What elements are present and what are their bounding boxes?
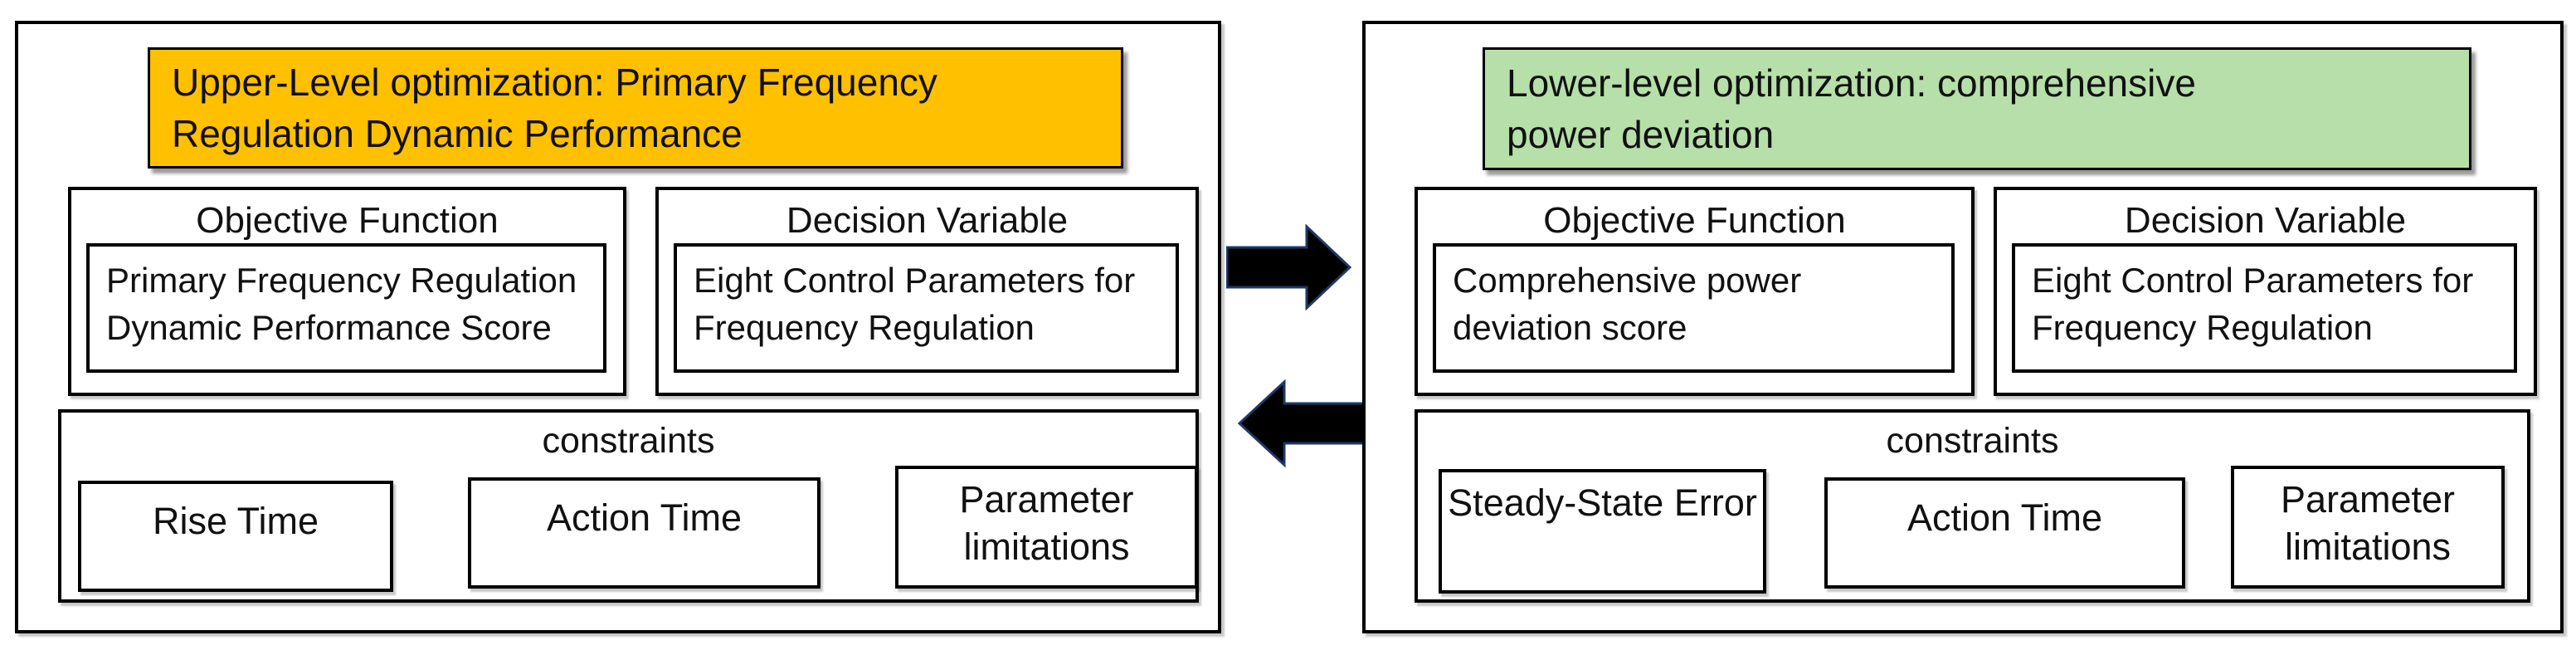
lower-objective-function-box: Objective Function Comprehensive power d… — [1415, 187, 1975, 396]
upper-decision-variable-box: Decision Variable Eight Control Paramete… — [655, 187, 1199, 396]
lower-constraint-steady-state-error: Steady-State Error — [1439, 469, 1766, 594]
upper-constraints-box: constraints Rise Time Action Time Parame… — [58, 409, 1199, 603]
upper-decision-variable-title: Decision Variable — [786, 200, 1069, 241]
lower-level-header: Lower-level optimization: comprehensive … — [1483, 47, 2471, 170]
lower-decision-variable-box: Decision Variable Eight Control Paramete… — [1994, 187, 2537, 396]
right-arrow-icon — [1226, 224, 1352, 310]
lower-objective-function-content: Comprehensive power deviation score — [1433, 243, 1955, 373]
left-arrow-icon — [1237, 379, 1365, 468]
lower-constraints-title: constraints — [1886, 421, 2059, 461]
lower-objective-function-title: Objective Function — [1543, 200, 1846, 241]
upper-constraint-rise-time: Rise Time — [78, 481, 393, 592]
upper-level-panel: Upper-Level optimization: Primary Freque… — [15, 21, 1221, 633]
lower-constraint-action-time: Action Time — [1824, 477, 2185, 589]
lower-constraint-parameter-limitations: Parameter limitations — [2231, 466, 2505, 589]
lower-constraints-box: constraints Steady-State Error Action Ti… — [1415, 409, 2530, 603]
upper-constraint-parameter-limitations: Parameter limitations — [895, 466, 1198, 589]
upper-constraints-title: constraints — [542, 421, 715, 461]
lower-level-panel: Lower-level optimization: comprehensive … — [1362, 21, 2564, 633]
lower-decision-variable-content: Eight Control Parameters for Frequency R… — [2012, 243, 2517, 373]
upper-objective-function-box: Objective Function Primary Frequency Reg… — [68, 187, 626, 396]
lower-level-header-label: Lower-level optimization: comprehensive … — [1507, 61, 2196, 156]
upper-objective-function-title: Objective Function — [196, 200, 499, 241]
upper-objective-function-content: Primary Frequency Regulation Dynamic Per… — [86, 243, 606, 373]
upper-constraint-action-time: Action Time — [468, 477, 821, 589]
upper-level-header: Upper-Level optimization: Primary Freque… — [148, 47, 1123, 169]
lower-decision-variable-title: Decision Variable — [2124, 200, 2407, 241]
upper-decision-variable-content: Eight Control Parameters for Frequency R… — [674, 243, 1179, 373]
upper-level-header-label: Upper-Level optimization: Primary Freque… — [172, 61, 937, 155]
